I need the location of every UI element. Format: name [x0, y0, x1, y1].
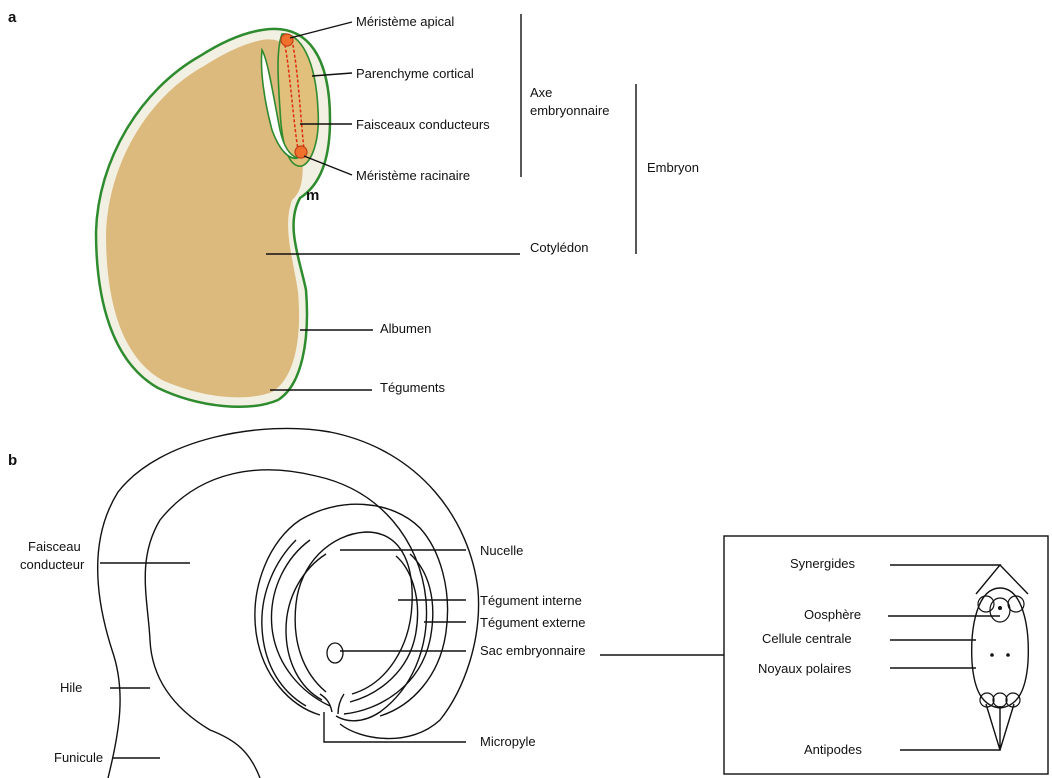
egg-nucleus — [998, 606, 1002, 610]
label-faisceaux-conducteurs: Faisceaux conducteurs — [356, 117, 490, 132]
label-embryon: Embryon — [647, 160, 699, 175]
label-oosphere: Oosphère — [804, 607, 861, 622]
ovule-outer-outline — [98, 428, 479, 778]
leader-meristeme-apical — [290, 22, 352, 38]
antipode-middle — [993, 693, 1007, 707]
label-axe-line2: embryonnaire — [530, 103, 610, 118]
polar-nucleus-2 — [1006, 653, 1010, 657]
label-micropyle: Micropyle — [480, 734, 536, 749]
label-faisceau-line2: conducteur — [20, 557, 85, 572]
leader-antipodes — [900, 704, 1014, 750]
label-axe-line1: Axe — [530, 85, 552, 100]
label-faisceau-line1: Faisceau — [28, 539, 81, 554]
outer-integument-inner — [262, 540, 306, 706]
outer-integument — [255, 504, 448, 716]
label-tegument-interne: Tégument interne — [480, 593, 582, 608]
label-cellule-centrale: Cellule centrale — [762, 631, 852, 646]
inner-integument — [286, 554, 418, 702]
label-funicule: Funicule — [54, 750, 103, 765]
label-antipodes: Antipodes — [804, 742, 862, 757]
label-nucelle: Nucelle — [480, 543, 523, 558]
panel-label-a: a — [8, 9, 17, 26]
label-tegument-externe: Tégument externe — [480, 615, 586, 630]
label-meristeme-racinaire: Méristème racinaire — [356, 168, 470, 183]
apical-meristem — [281, 34, 293, 46]
seed-marker-m: m — [306, 187, 319, 204]
panel-label-b: b — [8, 452, 17, 469]
label-cotyledon: Cotylédon — [530, 240, 589, 255]
polar-nucleus-1 — [990, 653, 994, 657]
label-noyaux-polaires: Noyaux polaires — [758, 661, 852, 676]
label-sac-embryonnaire: Sac embryonnaire — [480, 643, 586, 658]
label-teguments: Téguments — [380, 380, 446, 395]
label-parenchyme-cortical: Parenchyme cortical — [356, 66, 474, 81]
label-meristeme-apical: Méristème apical — [356, 14, 454, 29]
embryo-sac-small — [327, 643, 343, 663]
nucellus-outline — [295, 532, 412, 694]
label-albumen: Albumen — [380, 321, 431, 336]
micropyle-opening — [320, 694, 344, 714]
label-synergides: Synergides — [790, 556, 856, 571]
label-hile: Hile — [60, 680, 82, 695]
